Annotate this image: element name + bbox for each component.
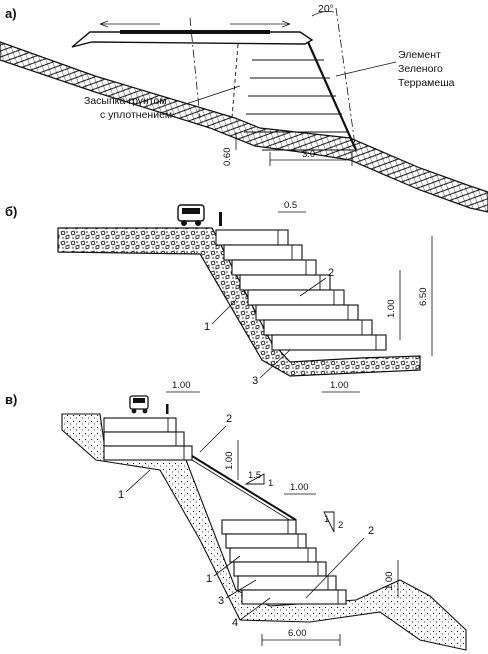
panel-a-label: а) — [5, 6, 17, 21]
vehicle-c-icon — [129, 395, 169, 414]
callout-c-3: 3 — [218, 595, 224, 607]
callout-c-4: 4 — [232, 617, 238, 629]
dim-c-right-vertical-text: 1.00 — [384, 572, 395, 591]
slope-1-run: 1.5 — [248, 470, 261, 481]
dim-c-middle-text: 1.00 — [290, 482, 309, 493]
callout-c-1-bottom: 1 — [206, 573, 212, 585]
callout-c-2-top: 2 — [226, 413, 232, 425]
element-label-2: Зеленого — [398, 63, 443, 75]
panel-b: б) — [5, 200, 433, 393]
element-label-1: Элемент — [398, 49, 441, 61]
callout-b-1: 1 — [204, 321, 210, 333]
dim-top-text: 0.5 — [284, 200, 297, 211]
slope-1-rise: 1 — [268, 478, 273, 489]
slope-2-triangle — [323, 511, 335, 533]
vertical-reference — [335, 7, 357, 153]
backfill-label-2: с уплотнением — [100, 109, 172, 121]
callout-c-2-bottom: 2 — [368, 525, 374, 537]
callout-c-1-top: 1 — [118, 489, 124, 501]
natural-ground-hatching — [0, 41, 488, 213]
dim-height-text: 0.60 — [222, 148, 233, 167]
terramesh-layers — [244, 59, 354, 151]
element-label-3: Террамеша — [398, 77, 455, 89]
vehicle-icon — [177, 204, 222, 226]
dim-right-total-text: 6.50 — [418, 288, 429, 307]
dim-c-vertical-upper-text: 1.00 — [224, 452, 235, 471]
angle-text: 20° — [318, 3, 334, 15]
slope-2-rise: 2 — [338, 520, 343, 531]
callout-b-2: 2 — [328, 267, 334, 279]
lower-blocks — [221, 519, 347, 605]
middle-slope — [191, 455, 297, 521]
backfill-label-1: Засыпка грунтом — [84, 95, 167, 107]
wall-face — [306, 41, 358, 151]
dim-right-small-text: 1.00 — [386, 300, 397, 319]
slope-2-run: 1 — [324, 514, 329, 525]
panel-c-label: в) — [5, 392, 17, 407]
dim-bottom-text: 1.00 — [330, 380, 349, 391]
panel-a: а) 20° Элемент Зеленого Т — [0, 3, 488, 213]
road-pavement — [120, 30, 270, 34]
angle-arc — [311, 11, 335, 17]
backfill-leader — [185, 85, 241, 105]
rock-ground — [57, 227, 421, 377]
backfill-boundary — [231, 43, 239, 119]
ground-profile — [61, 413, 467, 651]
callout-b-3: 3 — [252, 375, 258, 387]
element-leader — [335, 61, 397, 77]
panel-c: в) — [5, 380, 467, 651]
slope-1-triangle — [244, 473, 265, 485]
dim-c-top-text: 1.00 — [172, 380, 191, 391]
stepped-blocks — [215, 229, 387, 351]
panel-b-label: б) — [5, 204, 17, 219]
dim-c-bottom-text: 6.00 — [288, 628, 307, 639]
dim-width-text: 3.0 — [302, 149, 315, 160]
centerline — [189, 17, 201, 119]
upper-blocks — [103, 417, 193, 461]
